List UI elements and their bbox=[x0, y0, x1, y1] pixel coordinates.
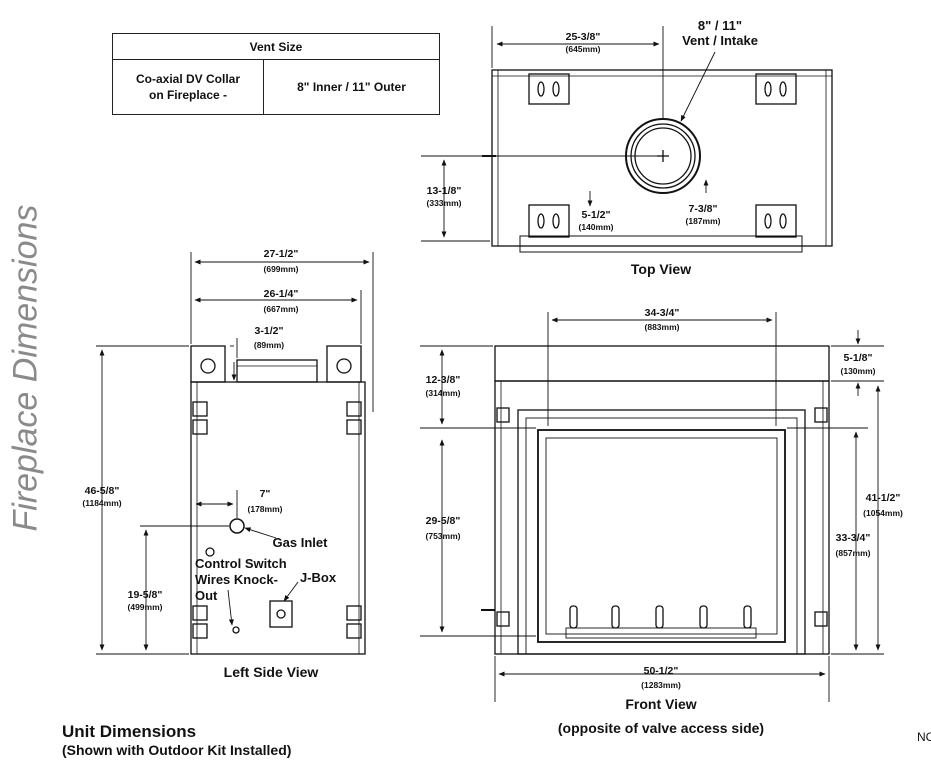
side-view-outline bbox=[190, 381, 366, 655]
side-view-title: Left Side View bbox=[224, 664, 319, 680]
front-total-height-imp: 41-1/2" bbox=[866, 492, 901, 504]
side-collar-mm: (89mm) bbox=[254, 340, 284, 350]
vent-table-row-value: 8" Inner / 11" Outer bbox=[263, 59, 440, 115]
vent-table-row: Co-axial DV Collar on Fireplace - 8" Inn… bbox=[112, 59, 440, 115]
knockout-label-1: Control Switch bbox=[195, 556, 287, 571]
side-inner-width-imp: 26-1/4" bbox=[264, 288, 299, 300]
side-collar-center bbox=[236, 359, 318, 383]
unit-dimensions-subtitle: (Shown with Outdoor Kit Installed) bbox=[62, 742, 292, 758]
vent-table-header: Vent Size bbox=[112, 33, 440, 60]
front-top-step-imp: 5-1/8" bbox=[844, 352, 873, 364]
front-glass-height-mm: (753mm) bbox=[426, 531, 461, 541]
side-outer-width-mm: (699mm) bbox=[264, 264, 299, 274]
front-view-outline bbox=[494, 380, 830, 655]
side-height-imp: 46-5/8" bbox=[85, 485, 120, 497]
top-view bbox=[482, 69, 833, 253]
bracket bbox=[528, 73, 570, 105]
side-view-labels: 27-1/2" (699mm) 26-1/4" (667mm) 3-1/2" (… bbox=[82, 248, 336, 680]
top-width-mm: (645mm) bbox=[566, 44, 601, 54]
top-width-imp: 25-3/8" bbox=[566, 31, 601, 43]
top-offset-b-mm: (187mm) bbox=[686, 216, 721, 226]
vent-row-label-line2: on Fireplace - bbox=[148, 88, 228, 102]
top-view-title: Top View bbox=[631, 261, 691, 277]
front-top-clear-imp: 12-3/8" bbox=[426, 374, 461, 386]
knockout-hole bbox=[205, 547, 215, 557]
jbox-label: J-Box bbox=[300, 570, 337, 585]
bracket bbox=[755, 204, 797, 238]
front-top-width-imp: 34-3/4" bbox=[645, 307, 680, 319]
side-height-mm: (1184mm) bbox=[82, 498, 121, 508]
gas-height-mm: (499mm) bbox=[128, 602, 163, 612]
top-depth-imp: 13-1/8" bbox=[427, 185, 462, 197]
unit-dimensions-title: Unit Dimensions bbox=[62, 722, 197, 741]
vent-label-1: 8" / 11" bbox=[698, 18, 742, 33]
front-frame bbox=[517, 409, 806, 655]
top-offset-a-mm: (140mm) bbox=[579, 222, 614, 232]
front-bottom-width-mm: (1283mm) bbox=[641, 680, 681, 690]
clipped-note: NC bbox=[917, 730, 931, 744]
front-top-clear-mm: (314mm) bbox=[426, 388, 461, 398]
vent-size-table: Vent Size Co-axial DV Collar on Fireplac… bbox=[112, 33, 440, 115]
front-opening-height-imp: 33-3/4" bbox=[836, 532, 871, 544]
front-view-subtitle: (opposite of valve access side) bbox=[558, 720, 764, 736]
top-offset-a-imp: 5-1/2" bbox=[582, 209, 611, 221]
front-top-width-mm: (883mm) bbox=[645, 322, 680, 332]
jbox bbox=[269, 600, 293, 628]
top-offset-b-imp: 7-3/8" bbox=[689, 203, 718, 215]
front-total-height-mm: (1054mm) bbox=[863, 508, 903, 518]
knockout-label-2: Wires Knock- bbox=[195, 572, 278, 587]
vent-table-row-label: Co-axial DV Collar on Fireplace - bbox=[112, 59, 264, 115]
gas-offset-imp: 7" bbox=[260, 488, 271, 500]
side-collar-imp: 3-1/2" bbox=[255, 325, 284, 337]
vent-table-header-row: Vent Size bbox=[112, 33, 440, 60]
gas-height-imp: 19-5/8" bbox=[128, 589, 163, 601]
gas-offset-mm: (178mm) bbox=[248, 504, 283, 514]
front-opening-height-mm: (857mm) bbox=[836, 548, 871, 558]
side-outer-width-imp: 27-1/2" bbox=[264, 248, 299, 260]
knockout-label-3: Out bbox=[195, 588, 218, 603]
front-view bbox=[481, 345, 830, 655]
front-top-step-mm: (130mm) bbox=[841, 366, 876, 376]
front-bottom-width-imp: 50-1/2" bbox=[644, 665, 679, 677]
vent-row-label-line1: Co-axial DV Collar bbox=[135, 72, 241, 86]
front-view-labels: 34-3/4" (883mm) 12-3/8" (314mm) 5-1/8" (… bbox=[426, 307, 903, 736]
top-view-labels: 25-3/8" (645mm) 8" / 11" Vent / Intake 1… bbox=[427, 18, 758, 277]
burner bbox=[565, 627, 757, 639]
side-collar-right bbox=[326, 345, 362, 383]
front-view-title: Front View bbox=[625, 696, 696, 712]
top-view-outline bbox=[491, 69, 833, 247]
gas-inlet-fitting bbox=[229, 518, 245, 534]
left-side-view bbox=[190, 345, 366, 655]
bracket bbox=[528, 204, 570, 238]
glass-opening bbox=[537, 429, 786, 643]
front-glass-height-imp: 29-5/8" bbox=[426, 515, 461, 527]
bracket bbox=[755, 73, 797, 105]
side-inner-width-mm: (667mm) bbox=[264, 304, 299, 314]
front-top-box bbox=[494, 345, 830, 382]
side-collar-left bbox=[190, 345, 226, 383]
vent-label-2: Vent / Intake bbox=[682, 33, 758, 48]
top-depth-mm: (333mm) bbox=[427, 198, 462, 208]
gas-inlet-label: Gas Inlet bbox=[273, 535, 329, 550]
